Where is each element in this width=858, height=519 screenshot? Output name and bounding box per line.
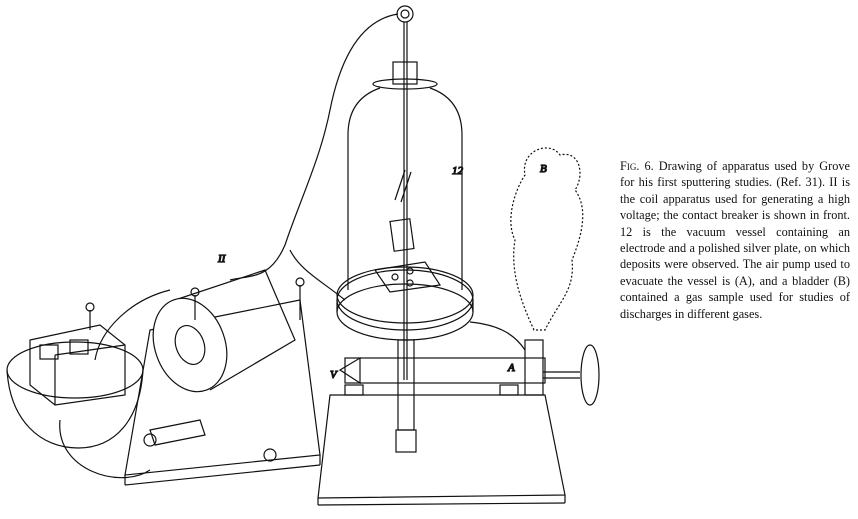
vacuum-vessel [336, 5, 474, 380]
wire [229, 13, 399, 281]
label-vessel: 12 [452, 165, 464, 177]
label-pump: A [507, 362, 515, 374]
air-pump [338, 321, 600, 406]
bladder [510, 147, 584, 331]
label-coil: II [217, 253, 227, 265]
stand [317, 339, 566, 506]
apparatus-drawing: 12 A V B II [6, 5, 600, 506]
label-valve: V [330, 369, 338, 381]
figure-caption: Fig. 6. Drawing of apparatus used by Gro… [620, 158, 850, 322]
figure-label: Fig. 6. [620, 159, 654, 173]
caption-text: Drawing of apparatus used by Grove for h… [620, 159, 851, 321]
battery-bowl [6, 302, 144, 449]
wire-4 [59, 419, 151, 479]
coil-apparatus [124, 269, 321, 486]
label-bladder: B [540, 163, 547, 175]
wire-3 [94, 289, 171, 361]
